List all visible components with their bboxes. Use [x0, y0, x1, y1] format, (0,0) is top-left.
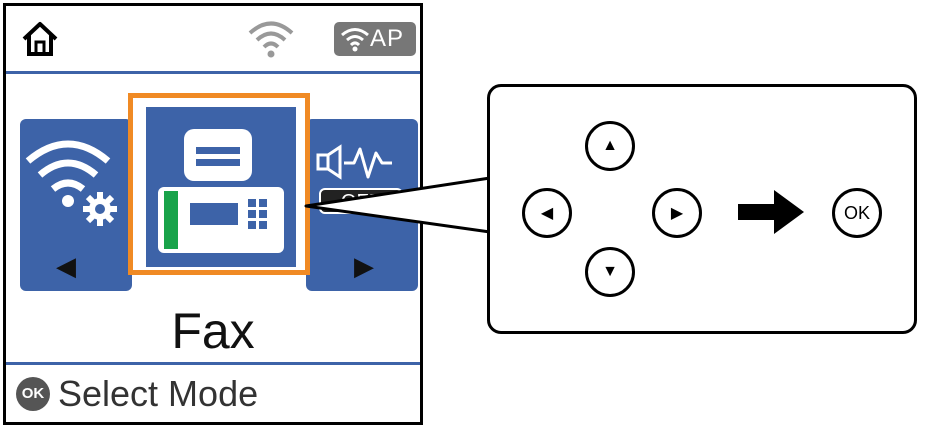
- ok-button[interactable]: OK: [832, 188, 882, 238]
- selected-mode-label: Fax: [171, 303, 255, 359]
- right-button[interactable]: ▶: [652, 188, 702, 238]
- home-icon[interactable]: [20, 20, 60, 63]
- wifi-signal-icon: [246, 18, 296, 65]
- mode-carousel: OFF ◀ ▶ Fax: [6, 71, 420, 366]
- sound-off-badge: OFF: [341, 191, 381, 213]
- ap-label: AP: [370, 25, 405, 52]
- hint-text: Select Mode: [58, 373, 259, 414]
- ok-button-icon: OK: [16, 377, 50, 411]
- left-arrow-icon: ◀: [540, 205, 554, 222]
- fax-icon: [158, 129, 284, 253]
- left-button[interactable]: ◀: [522, 188, 572, 238]
- printer-lcd-screen: AP: [3, 3, 423, 425]
- wifi-settings-icon: [25, 140, 117, 226]
- wifi-ap-icon: [341, 28, 369, 52]
- hint-bar: OK Select Mode: [6, 362, 420, 422]
- control-panel-callout: ▲ ◀ ▶ ▼ OK: [487, 84, 917, 334]
- mode-tile-fax[interactable]: [146, 107, 296, 267]
- down-button[interactable]: ▼: [585, 247, 635, 297]
- next-mode-arrow-icon[interactable]: ▶: [354, 251, 374, 281]
- up-button[interactable]: ▲: [585, 121, 635, 171]
- access-point-badge: AP: [334, 22, 416, 56]
- prev-mode-arrow-icon[interactable]: ◀: [56, 251, 76, 281]
- selection-highlight: [128, 93, 310, 275]
- up-arrow-icon: ▲: [602, 137, 618, 154]
- status-bar: AP: [6, 6, 420, 74]
- right-arrow-icon: [738, 190, 804, 234]
- mode-tile-wifi-settings[interactable]: [20, 119, 132, 291]
- right-arrow-icon: ▶: [670, 205, 684, 222]
- down-arrow-icon: ▼: [602, 263, 618, 280]
